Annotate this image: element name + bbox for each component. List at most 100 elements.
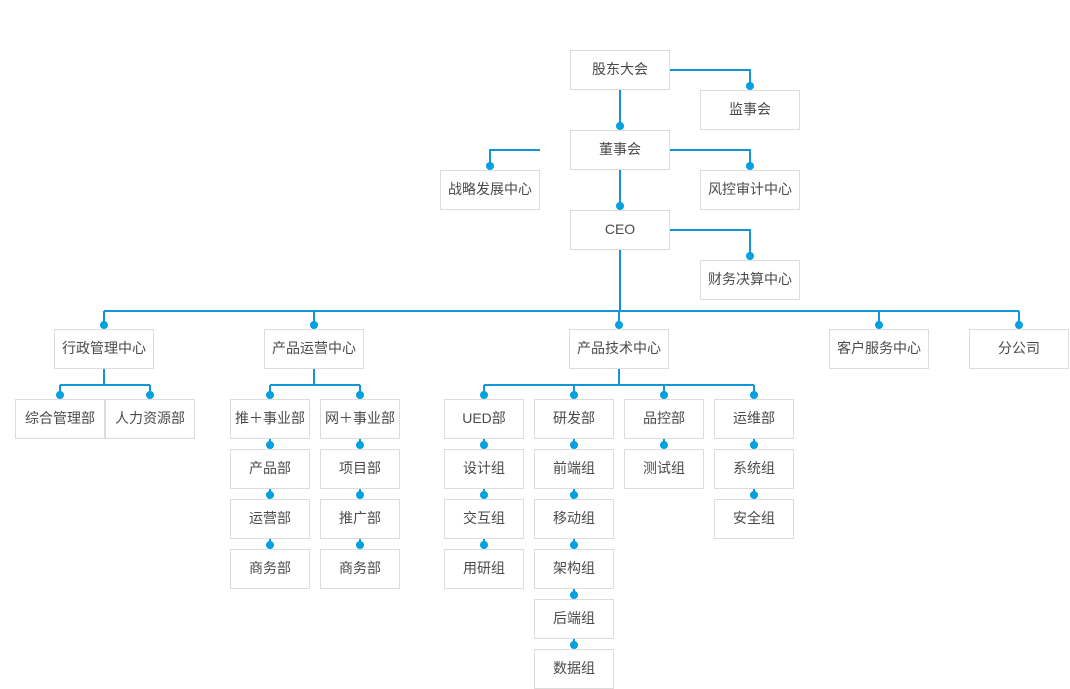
connector-dot xyxy=(480,391,488,399)
connector-dot xyxy=(356,391,364,399)
org-node-label: 人力资源部 xyxy=(115,410,185,427)
org-node-d2[interactable]: 设计组 xyxy=(444,449,524,489)
org-node-b7[interactable]: 推广部 xyxy=(320,499,400,539)
connector-dot xyxy=(266,441,274,449)
org-node-e5[interactable]: 后端组 xyxy=(534,599,614,639)
org-node-label: 综合管理部 xyxy=(25,410,95,427)
connector-line xyxy=(489,149,540,163)
connector-dot xyxy=(616,202,624,210)
connector-dot xyxy=(480,441,488,449)
org-node-label: 分公司 xyxy=(998,340,1040,357)
org-node-label: 董事会 xyxy=(599,141,641,158)
org-node-label: 产品运营中心 xyxy=(272,340,356,357)
org-node-d3[interactable]: 交互组 xyxy=(444,499,524,539)
org-node-a2[interactable]: 人力资源部 xyxy=(105,399,195,439)
org-node-g3[interactable]: 安全组 xyxy=(714,499,794,539)
org-node-c3[interactable]: 产品技术中心 xyxy=(569,329,669,369)
connector-dot xyxy=(615,321,623,329)
org-node-n3[interactable]: 战略发展中心 xyxy=(440,170,540,210)
org-node-b5[interactable]: 网＋事业部 xyxy=(320,399,400,439)
org-node-c4[interactable]: 客户服务中心 xyxy=(829,329,929,369)
connector-dot xyxy=(570,391,578,399)
org-node-label: 产品技术中心 xyxy=(577,340,661,357)
org-node-b3[interactable]: 运营部 xyxy=(230,499,310,539)
org-node-label: 财务决算中心 xyxy=(708,271,792,288)
connector-line xyxy=(670,229,751,253)
org-node-e4[interactable]: 架构组 xyxy=(534,549,614,589)
org-node-c2[interactable]: 产品运营中心 xyxy=(264,329,364,369)
connector-line xyxy=(483,369,755,392)
org-node-d4[interactable]: 用研组 xyxy=(444,549,524,589)
connector-dot xyxy=(480,491,488,499)
connector-dot xyxy=(746,162,754,170)
org-node-label: CEO xyxy=(604,221,636,238)
org-node-label: 行政管理中心 xyxy=(62,340,146,357)
org-node-label: 前端组 xyxy=(553,460,595,477)
org-node-c1[interactable]: 行政管理中心 xyxy=(54,329,154,369)
connector-dot xyxy=(100,321,108,329)
org-node-label: 研发部 xyxy=(553,410,595,427)
org-node-label: 客户服务中心 xyxy=(837,340,921,357)
connector-dot xyxy=(570,441,578,449)
connector-dot xyxy=(266,391,274,399)
connector-dot xyxy=(616,122,624,130)
org-node-label: 后端组 xyxy=(553,610,595,627)
connector-dot xyxy=(750,491,758,499)
connector-dot xyxy=(570,641,578,649)
org-node-n2[interactable]: 董事会 xyxy=(570,130,670,170)
org-node-label: 用研组 xyxy=(463,560,505,577)
org-node-e1[interactable]: 研发部 xyxy=(534,399,614,439)
org-node-label: 品控部 xyxy=(643,410,685,427)
org-node-b2[interactable]: 产品部 xyxy=(230,449,310,489)
connector-dot xyxy=(660,391,668,399)
connector-dot xyxy=(356,441,364,449)
org-node-b6[interactable]: 项目部 xyxy=(320,449,400,489)
org-node-a1[interactable]: 综合管理部 xyxy=(15,399,105,439)
org-node-label: 产品部 xyxy=(249,460,291,477)
connector-dot xyxy=(660,441,668,449)
org-node-g1[interactable]: 运维部 xyxy=(714,399,794,439)
connector-dot xyxy=(480,541,488,549)
connector-line xyxy=(59,369,151,392)
connector-dot xyxy=(356,541,364,549)
org-node-n4[interactable]: 风控审计中心 xyxy=(700,170,800,210)
org-node-n1[interactable]: 监事会 xyxy=(700,90,800,130)
org-node-label: 监事会 xyxy=(729,101,771,118)
org-node-n0[interactable]: 股东大会 xyxy=(570,50,670,90)
connector-dot xyxy=(750,441,758,449)
connector-dot xyxy=(746,82,754,90)
org-node-b4[interactable]: 商务部 xyxy=(230,549,310,589)
org-node-e6[interactable]: 数据组 xyxy=(534,649,614,689)
org-node-label: 战略发展中心 xyxy=(448,181,532,198)
org-node-e3[interactable]: 移动组 xyxy=(534,499,614,539)
org-node-b8[interactable]: 商务部 xyxy=(320,549,400,589)
org-node-label: 风控审计中心 xyxy=(708,181,792,198)
connector-dot xyxy=(56,391,64,399)
connector-line xyxy=(670,149,751,163)
connector-dot xyxy=(486,162,494,170)
org-node-e2[interactable]: 前端组 xyxy=(534,449,614,489)
org-node-label: 推广部 xyxy=(339,510,381,527)
org-node-label: UED部 xyxy=(462,410,506,427)
connector-dot xyxy=(310,321,318,329)
org-node-n6[interactable]: 财务决算中心 xyxy=(700,260,800,300)
org-node-d1[interactable]: UED部 xyxy=(444,399,524,439)
org-node-label: 运维部 xyxy=(733,410,775,427)
org-node-label: 系统组 xyxy=(733,460,775,477)
org-node-b1[interactable]: 推＋事业部 xyxy=(230,399,310,439)
connector-dot xyxy=(875,321,883,329)
org-node-label: 安全组 xyxy=(733,510,775,527)
connector-dot xyxy=(746,252,754,260)
org-node-n5[interactable]: CEO xyxy=(570,210,670,250)
org-node-label: 运营部 xyxy=(249,510,291,527)
org-node-f2[interactable]: 测试组 xyxy=(624,449,704,489)
org-node-f1[interactable]: 品控部 xyxy=(624,399,704,439)
connector-dot xyxy=(570,541,578,549)
org-node-label: 数据组 xyxy=(553,660,595,677)
org-node-label: 交互组 xyxy=(463,510,505,527)
org-node-c5[interactable]: 分公司 xyxy=(969,329,1069,369)
org-node-label: 设计组 xyxy=(463,460,505,477)
org-node-label: 商务部 xyxy=(249,560,291,577)
org-node-g2[interactable]: 系统组 xyxy=(714,449,794,489)
connector-line xyxy=(670,69,751,83)
